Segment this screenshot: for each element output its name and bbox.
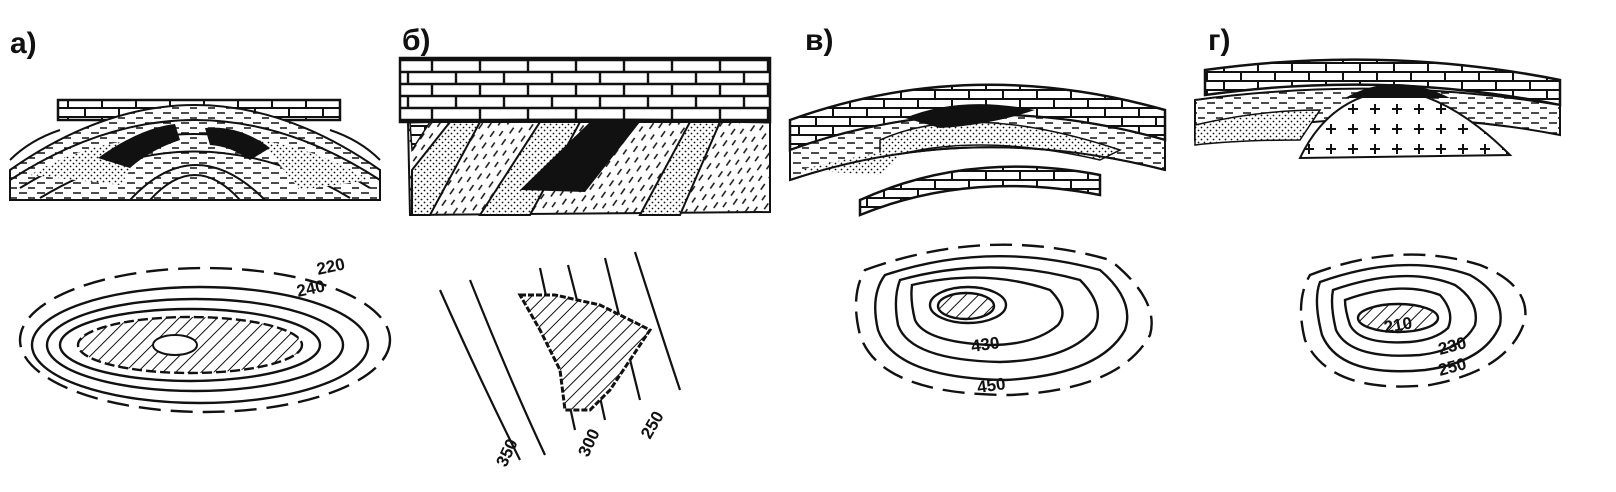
panel-b-contour-map: 350 300 250: [438, 251, 682, 470]
panel-b-contour-label: 250: [637, 408, 668, 442]
panel-a-oil-right: [205, 127, 270, 160]
panel-d-contour-label: 210: [1382, 313, 1413, 337]
panel-d-contour-map: 210 230 250: [1299, 253, 1527, 388]
panel-d-cross-section: [1194, 58, 1562, 160]
panel-b-contour-label: 300: [574, 426, 603, 460]
panel-c-contour-label: 430: [970, 333, 1001, 356]
panel-b-cross-section: [398, 56, 772, 217]
panel-a-letter: а): [10, 27, 37, 60]
panel-c-contour-map: 430 450: [854, 243, 1153, 397]
panel-a-cross-section: [9, 98, 381, 201]
panel-a: а) 220 240: [9, 27, 392, 414]
panel-b-oil: [520, 122, 640, 192]
panel-a-oil-left: [98, 124, 180, 168]
panel-d-letter: г): [1208, 24, 1231, 57]
panel-b-deposit: [517, 293, 653, 412]
panel-b-contour-label: 350: [492, 436, 521, 470]
panel-c-contour-label: 450: [976, 374, 1007, 397]
panel-b: б) 350 300 250: [398, 24, 772, 470]
panel-a-contour-label: 240: [295, 276, 327, 300]
panel-d-oil: [1345, 84, 1450, 98]
panel-a-contour-label: 220: [315, 254, 347, 278]
panel-b-letter: б): [402, 24, 431, 57]
panel-c-oil: [905, 104, 1035, 128]
panel-c-cross-section: [788, 83, 1167, 217]
panel-d: г) 210 230 250: [1194, 24, 1562, 388]
panel-a-contour-map: 220 240: [18, 254, 392, 414]
panel-c-letter: в): [805, 24, 833, 57]
panel-c: в) 430 450: [788, 24, 1167, 397]
